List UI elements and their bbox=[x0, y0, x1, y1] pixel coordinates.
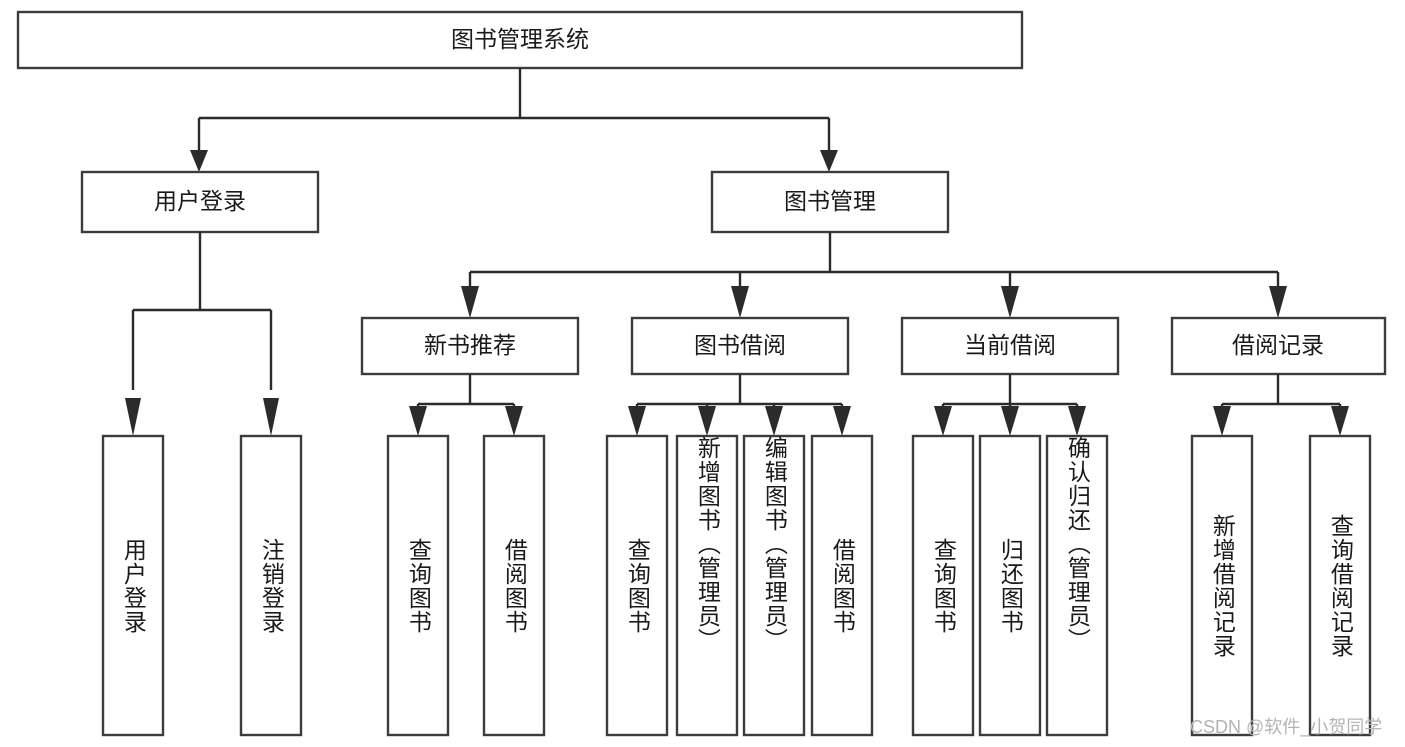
node-current-borrow[interactable] bbox=[900, 316, 1120, 376]
leaf-box-user-login-0[interactable] bbox=[101, 434, 165, 737]
arrowhead-current-leaf-0 bbox=[934, 406, 952, 436]
arrowhead-level1-0 bbox=[190, 150, 208, 172]
leaf-box-borrow-0[interactable] bbox=[605, 434, 669, 737]
leaf-box-record-0[interactable] bbox=[1190, 434, 1254, 737]
leaf-box-current-0[interactable] bbox=[911, 434, 975, 737]
arrowhead-level2-1 bbox=[731, 286, 749, 318]
arrowhead-level2-0 bbox=[461, 286, 479, 318]
leaf-box-current-2[interactable] bbox=[1045, 434, 1109, 737]
arrowhead-user-login-leaf-1 bbox=[263, 398, 279, 436]
arrowhead-recommend-leaf-1 bbox=[505, 406, 523, 436]
arrowhead-current-leaf-1 bbox=[1001, 406, 1019, 436]
arrowhead-level1-1 bbox=[820, 150, 838, 172]
node-root-book-management-system[interactable] bbox=[16, 10, 1024, 70]
arrowhead-level2-2 bbox=[1001, 286, 1019, 318]
arrowhead-current-leaf-2 bbox=[1068, 406, 1086, 436]
arrowhead-borrow-leaf-1 bbox=[698, 406, 716, 436]
node-current-borrow-label: 当前借阅 bbox=[964, 332, 1056, 358]
arrowhead-borrow-leaf-3 bbox=[833, 406, 851, 436]
arrowhead-borrow-leaf-2 bbox=[765, 406, 783, 436]
node-book-management[interactable] bbox=[710, 170, 950, 234]
arrowhead-user-login-leaf-0 bbox=[125, 398, 141, 436]
leaf-box-borrow-3[interactable] bbox=[810, 434, 874, 737]
arrowhead-level2-3 bbox=[1269, 286, 1287, 318]
node-new-book-recommend-label: 新书推荐 bbox=[424, 332, 516, 358]
leaf-box-borrow-1[interactable] bbox=[675, 434, 739, 737]
arrowhead-recommend-leaf-0 bbox=[409, 406, 427, 436]
node-user-login-label: 用户登录 bbox=[154, 188, 246, 214]
leaf-box-record-1[interactable] bbox=[1308, 434, 1372, 737]
node-book-borrow-label: 图书借阅 bbox=[694, 332, 786, 358]
arrowhead-borrow-leaf-0 bbox=[628, 406, 646, 436]
node-book-borrow[interactable] bbox=[630, 316, 850, 376]
leaf-box-borrow-2[interactable] bbox=[742, 434, 806, 737]
leaf-box-current-1[interactable] bbox=[978, 434, 1042, 737]
node-borrow-record[interactable] bbox=[1170, 316, 1387, 376]
node-root-label: 图书管理系统 bbox=[451, 26, 589, 52]
arrowhead-record-leaf-0 bbox=[1213, 406, 1231, 436]
arrowhead-record-leaf-1 bbox=[1331, 406, 1349, 436]
leaf-box-user-login-1[interactable] bbox=[239, 434, 303, 737]
node-book-management-label: 图书管理 bbox=[784, 188, 876, 214]
leaf-box-recommend-0[interactable] bbox=[386, 434, 450, 737]
leaf-box-recommend-1[interactable] bbox=[482, 434, 546, 737]
node-new-book-recommend[interactable] bbox=[360, 316, 580, 376]
node-borrow-record-label: 借阅记录 bbox=[1232, 332, 1324, 358]
csdn-watermark: CSDN @软件_小贺同学 bbox=[1190, 717, 1383, 737]
